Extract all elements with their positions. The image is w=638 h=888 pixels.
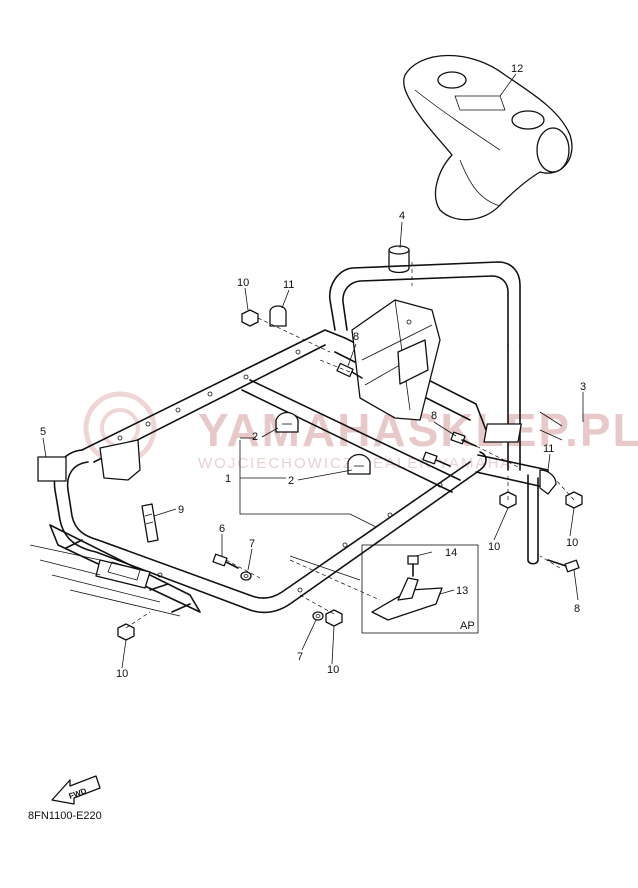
label-sticker-3-part xyxy=(483,423,522,443)
callout-10: 10 xyxy=(566,537,578,549)
callout-11: 11 xyxy=(283,279,294,291)
callout-6: 6 xyxy=(219,523,225,535)
fwd-arrow-icon: FWD xyxy=(51,775,101,805)
callout-4: 4 xyxy=(399,210,405,222)
callout-10: 10 xyxy=(488,541,500,553)
callout-8: 8 xyxy=(574,603,580,615)
callout-3: 3 xyxy=(580,381,586,393)
callout-5: 5 xyxy=(40,426,46,438)
callout-10: 10 xyxy=(116,668,128,680)
callout-2: 2 xyxy=(288,475,294,487)
ap-inset xyxy=(361,544,479,634)
callout-7: 7 xyxy=(249,538,255,550)
callout-ap: AP xyxy=(460,620,475,632)
projection-lines xyxy=(29,411,563,617)
label-sticker-5-part xyxy=(37,456,67,482)
callout-8: 8 xyxy=(431,410,437,422)
callout-12: 12 xyxy=(511,63,523,75)
callout-numbers: 12 4 10 11 8 3 5 2 8 11 1 2 10 10 9 6 7 … xyxy=(40,63,586,680)
collar-part xyxy=(388,245,410,274)
diagram-code: 8FN1100-E220 xyxy=(28,810,102,822)
handlebar-pad-part xyxy=(403,54,573,221)
clip-part-left xyxy=(269,305,287,327)
callout-7: 7 xyxy=(297,651,303,663)
leader-lines xyxy=(42,73,584,669)
rail-holes xyxy=(117,349,443,593)
assembly-lines xyxy=(125,262,575,629)
callout-1: 1 xyxy=(225,473,231,485)
callout-2: 2 xyxy=(252,431,258,443)
bolt-parts xyxy=(212,362,580,577)
callout-14: 14 xyxy=(445,547,457,559)
washer-parts xyxy=(240,571,324,621)
callout-10: 10 xyxy=(237,277,249,289)
callout-11: 11 xyxy=(543,443,554,455)
callout-8: 8 xyxy=(353,331,359,343)
callout-13: 13 xyxy=(456,585,468,597)
callout-10: 10 xyxy=(327,664,339,676)
clip-part-right xyxy=(539,469,557,495)
tab-part xyxy=(141,503,159,543)
callout-9: 9 xyxy=(178,504,184,516)
clamp-parts xyxy=(275,411,371,475)
